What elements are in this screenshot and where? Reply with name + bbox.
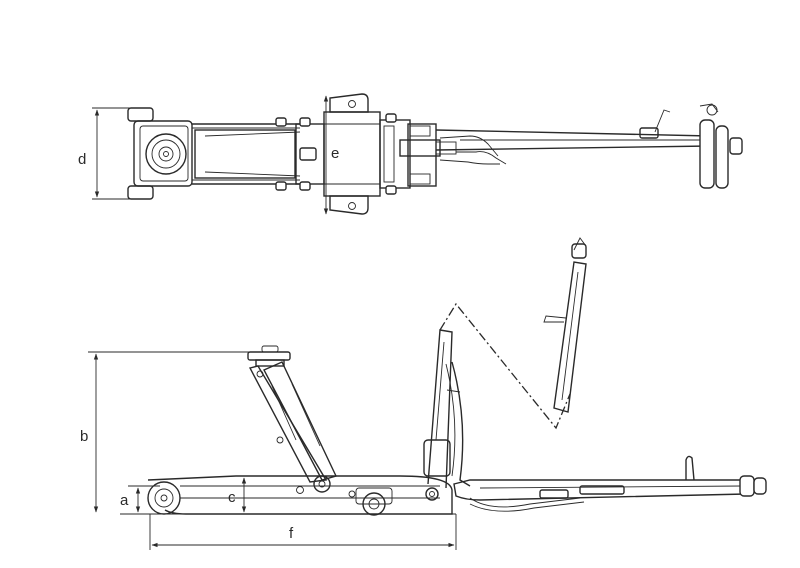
handle-lowered xyxy=(453,455,767,512)
front-wheel xyxy=(147,481,181,515)
dimension-f-label: f xyxy=(289,525,294,542)
side-view: a b c f xyxy=(80,237,767,550)
handle-swing-path xyxy=(439,302,571,430)
rear-wheel xyxy=(355,487,393,516)
handle-grip-top-view xyxy=(699,103,743,189)
saddle-top-view xyxy=(145,133,187,175)
handle-raised-position xyxy=(543,237,587,413)
dimension-b xyxy=(88,351,252,513)
top-view: d e xyxy=(78,93,743,215)
handle-upright xyxy=(423,329,471,489)
dimension-f xyxy=(149,514,457,550)
dimension-e-label: e xyxy=(331,145,339,162)
dimension-c-label: c xyxy=(228,489,236,506)
dimension-d-label: d xyxy=(78,151,86,168)
dimension-b-label: b xyxy=(80,428,88,445)
dimension-d xyxy=(92,107,130,200)
dimension-a-label: a xyxy=(120,492,129,509)
lift-arm xyxy=(247,345,337,493)
dimension-a xyxy=(128,485,160,513)
